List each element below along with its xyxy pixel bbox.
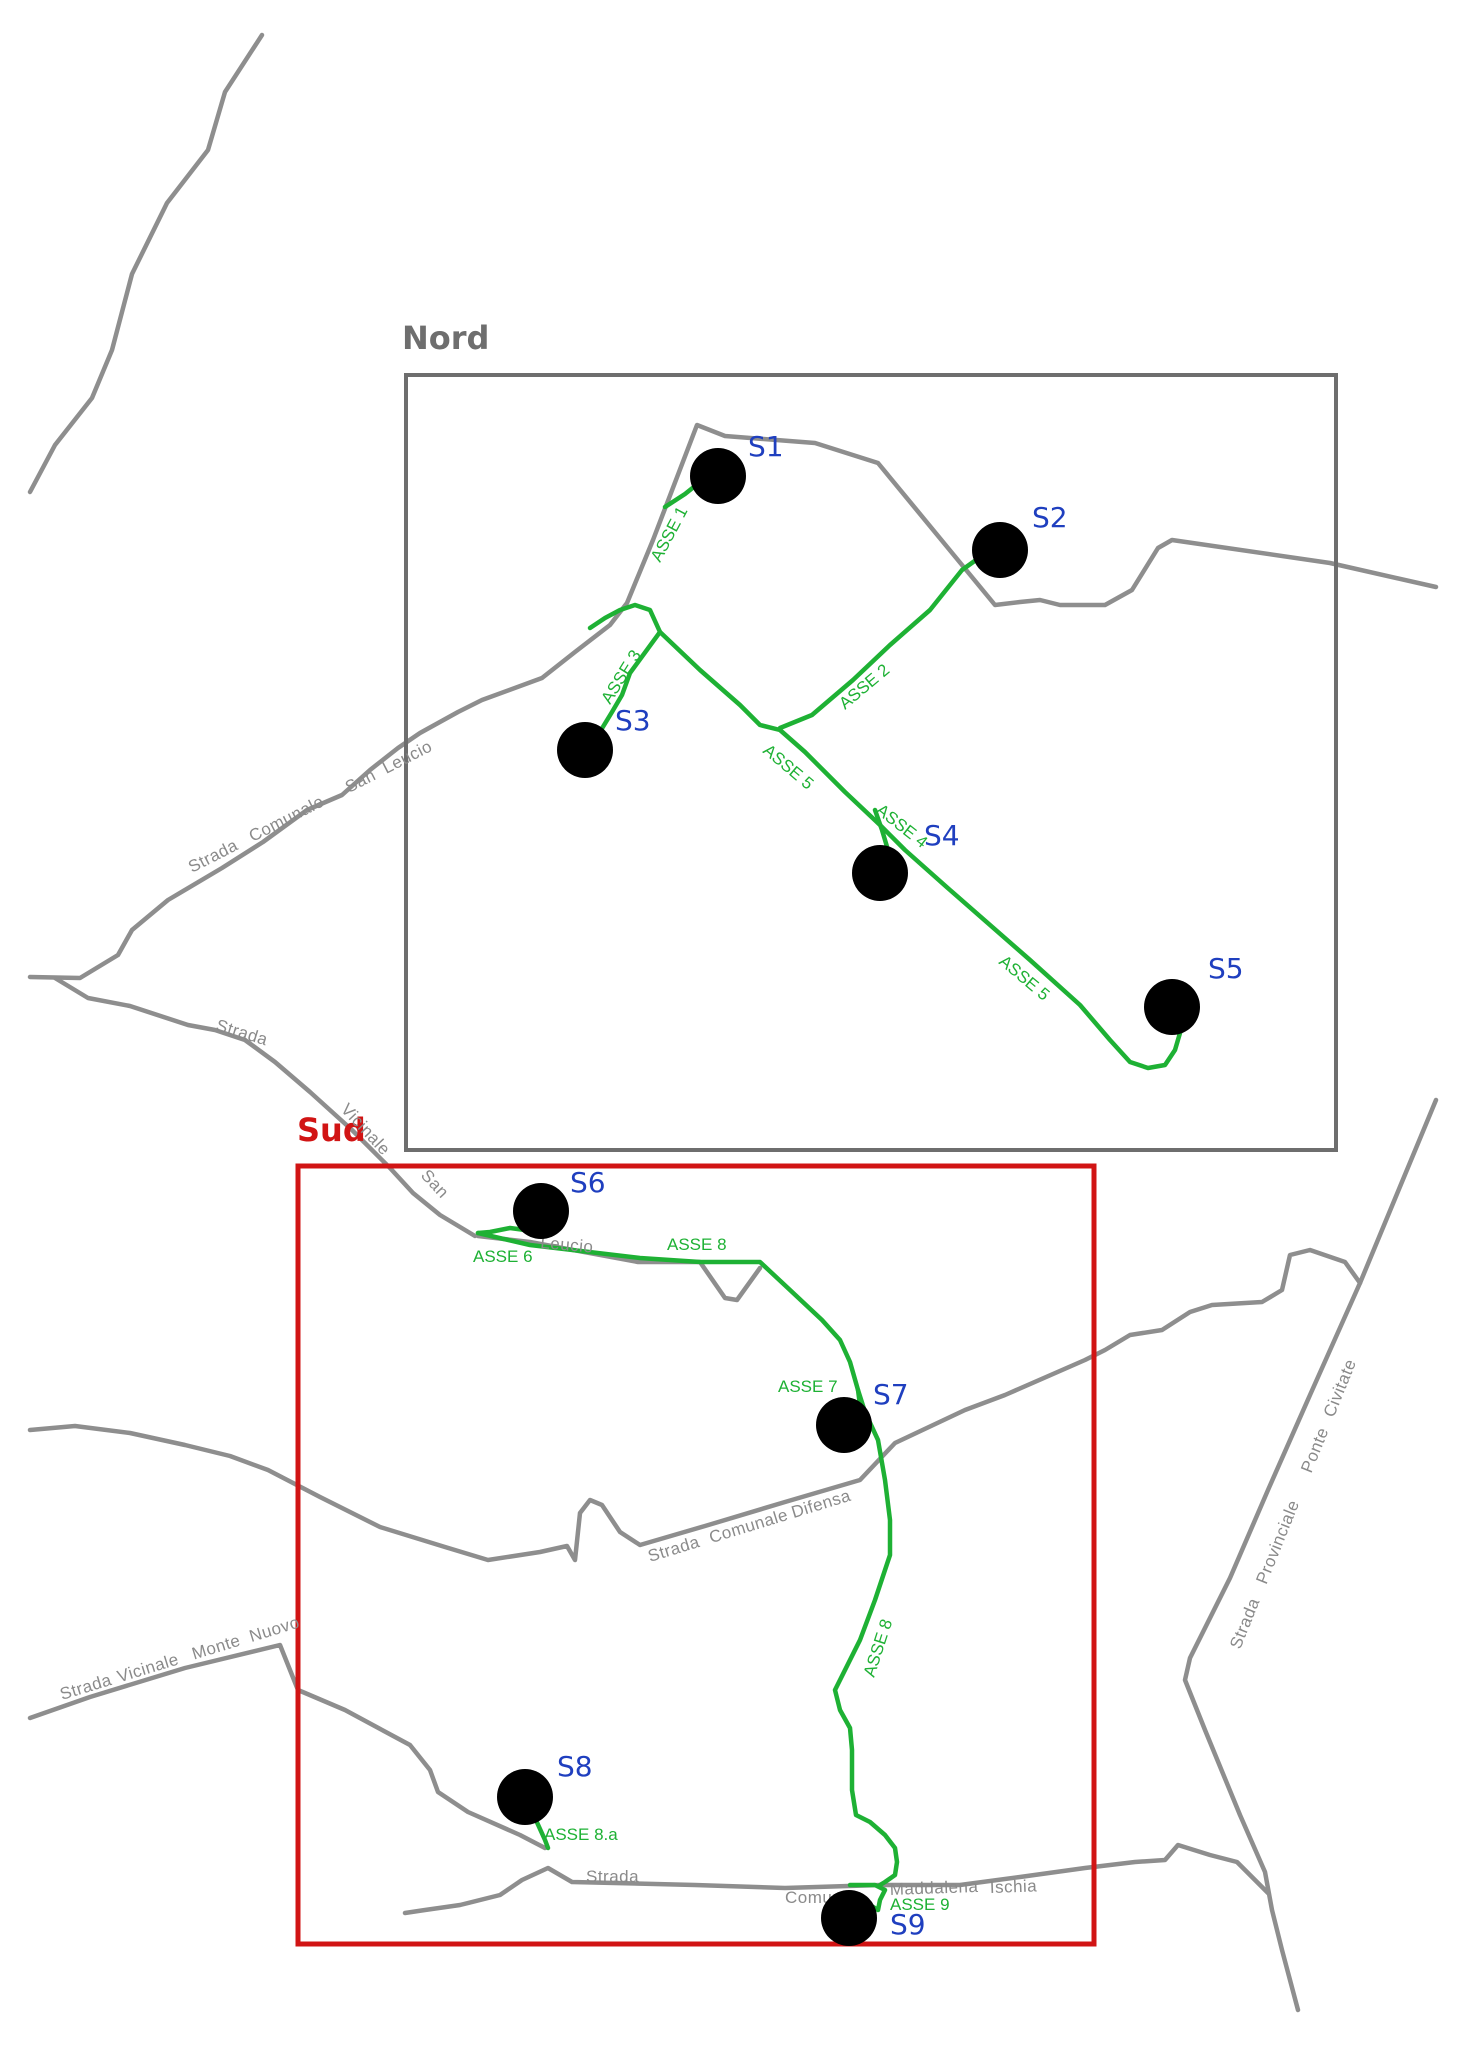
svg-text:Strada: Strada [185, 836, 241, 877]
asse-2-path [777, 537, 998, 731]
turbine-s8: S8 [497, 1750, 593, 1825]
turbine-s7: S7 [816, 1378, 909, 1453]
zone-nord-frame [404, 373, 1338, 1152]
turbine-s3: S3 [557, 704, 651, 778]
road-top-left [27, 32, 265, 495]
wind-turbine-icon [1144, 979, 1200, 1035]
wind-turbine-icon [690, 448, 746, 504]
turbine-s6-label: S6 [570, 1166, 606, 1199]
road-label-difensa: Strada Comunale Difensa [646, 1486, 854, 1566]
turbine-s6: S6 [513, 1166, 606, 1239]
road-ponte-civitate [1182, 1097, 1439, 2013]
zone-sud-frame [295, 1163, 1097, 1947]
road-label-monte-nuovo: Strada Vicinale Monte Nuovo [58, 1613, 302, 1704]
wind-turbine-icon [513, 1183, 569, 1239]
road-label-san-leucio: Strada Comunale San Leucio [185, 737, 435, 877]
road-label-ponte-civitate: Strada Provinciale Ponte Civitate [1226, 1356, 1360, 1651]
asse-8a-label: ASSE 8 [667, 1235, 727, 1254]
asse-9-label: ASSE 9 [890, 1895, 950, 1914]
turbine-s3-label: S3 [615, 704, 651, 737]
turbine-s5: S5 [1144, 952, 1244, 1035]
svg-text:Strada: Strada [586, 1867, 639, 1886]
turbine-s4: S4 [852, 819, 960, 901]
turbine-s4-label: S4 [924, 819, 960, 852]
wind-turbine-icon [816, 1397, 872, 1453]
turbine-s2: S2 [972, 501, 1068, 578]
svg-text:Leucio: Leucio [540, 1233, 595, 1257]
svg-text:Strada: Strada [1226, 1595, 1264, 1651]
turbine-s1-label: S1 [748, 430, 784, 463]
zones: Nord Sud [295, 319, 1338, 1947]
roads [27, 32, 1439, 2013]
asse-7-label: ASSE 7 [778, 1377, 838, 1396]
asse-6-label: ASSE 6 [473, 1247, 533, 1266]
svg-text:Ischia: Ischia [989, 1876, 1037, 1897]
asse-8dota-label: ASSE 8.a [544, 1825, 618, 1844]
road-san-leucio [27, 422, 1439, 981]
asse-5-path [657, 629, 1185, 1071]
wind-turbine-icon [557, 722, 613, 778]
road-difensa [27, 1247, 1363, 1563]
turbine-s9: S9 [821, 1890, 926, 1946]
asse-8-path [475, 1230, 900, 1888]
road-monte-nuovo [27, 1642, 548, 1851]
wind-turbine-icon [821, 1890, 877, 1946]
svg-text:Strada: Strada [214, 1016, 270, 1050]
svg-text:Ponte: Ponte [1297, 1425, 1332, 1476]
road-maddalena [402, 1842, 1271, 1916]
turbine-s2-label: S2 [1032, 501, 1068, 534]
svg-text:San: San [417, 1166, 453, 1202]
asse-5a-label: ASSE 5 [759, 741, 817, 794]
road-labels: Strada Comunale San Leucio Strada Vicina… [58, 737, 1360, 1907]
turbine-s8-label: S8 [557, 1750, 593, 1783]
svg-text:Comunale: Comunale [246, 792, 327, 846]
turbines: S1 S2 S3 S4 S5 S6 S7 S8 [497, 430, 1244, 1946]
wind-turbine-icon [497, 1769, 553, 1825]
svg-text:Nuovo: Nuovo [247, 1613, 302, 1646]
wind-turbine-icon [852, 845, 908, 901]
svg-text:Maddalena: Maddalena [889, 1877, 978, 1899]
asse-5b-label: ASSE 5 [995, 952, 1053, 1005]
turbine-s5-label: S5 [1208, 952, 1244, 985]
svg-text:Civitate: Civitate [1320, 1356, 1360, 1419]
zone-nord-label: Nord [402, 319, 489, 357]
zone-sud-label: Sud [297, 1111, 366, 1149]
turbine-s7-label: S7 [873, 1378, 909, 1411]
turbine-s9-label: S9 [890, 1908, 926, 1941]
road-vicinale-san [52, 975, 478, 1239]
turbine-s1: S1 [690, 430, 784, 504]
wind-turbine-icon [972, 522, 1028, 578]
